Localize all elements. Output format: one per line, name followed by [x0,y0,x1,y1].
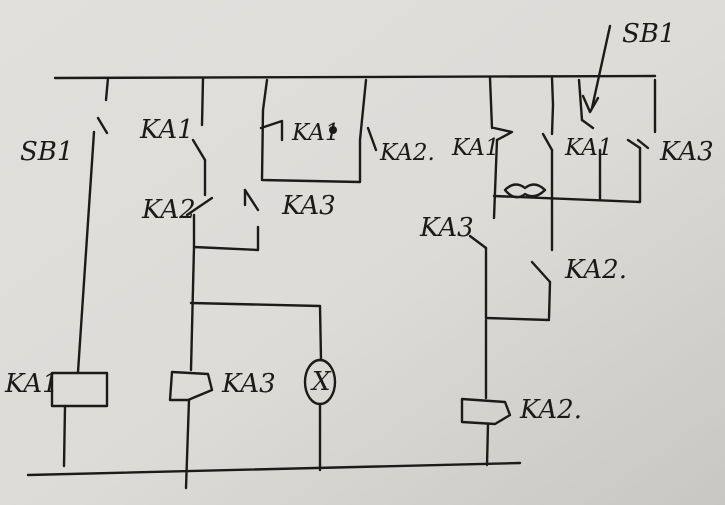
branch-ka1-ka2-parallel [259,78,378,184]
label-coil-ka1: KA1 [4,369,59,399]
ka1-contact-b3-icon [259,119,284,142]
label-coil-ka2: KA2. [519,395,582,425]
sb1-arrow-icon [590,24,612,110]
ka1-nc-contact-icon [191,138,207,162]
ka1-coil-icon [50,371,109,408]
ka2-contact-icon [185,196,214,217]
branch-ka2-coil [460,76,642,467]
label-lamp: X [310,367,332,397]
label-ka2-b3: KA2. [379,140,435,166]
ka1-contact-b4-icon [541,132,554,152]
label-ka3-b2: KA3 [281,191,336,221]
label-ka3-b4: KA3 [419,213,474,243]
label-ka1-b4: KA1 [451,135,500,161]
label-ka2-b2: KA2 [141,195,196,225]
label-ka1-b3: KA1 [291,120,340,146]
ka2-coil-icon [460,397,512,426]
label-coil-ka3: KA3 [221,369,276,399]
ka3-self-hold-contact-icon [243,188,260,212]
top-rail [53,74,657,80]
label-sb1-top: SB1 [622,19,675,49]
label-ka1-b5: KA1 [564,135,613,161]
branch-ka1-coil [50,76,110,468]
ka2-contact-b4-icon [530,260,552,284]
junction-scribble-icon [503,183,547,199]
ka2-contact-b3-icon [366,126,378,152]
label-ka1-b2: KA1 [139,115,194,145]
label-ka2-b4: KA2. [564,255,627,285]
ka3-contact-b4-icon [468,234,488,250]
arrow-head-icon [581,94,600,114]
branch-right-parallel [550,24,657,202]
label-sb1-left: SB1 [20,137,73,167]
branch-ka3-coil [168,76,337,490]
sb1-contact-icon [96,116,109,135]
ka3-coil-icon [168,370,214,402]
bottom-rail [26,461,522,477]
label-ka3-b6: KA3 [659,137,714,167]
labels: SB1 SB1 KA1 KA2 KA1 KA2. KA3 KA1 KA1 KA3… [4,19,714,425]
